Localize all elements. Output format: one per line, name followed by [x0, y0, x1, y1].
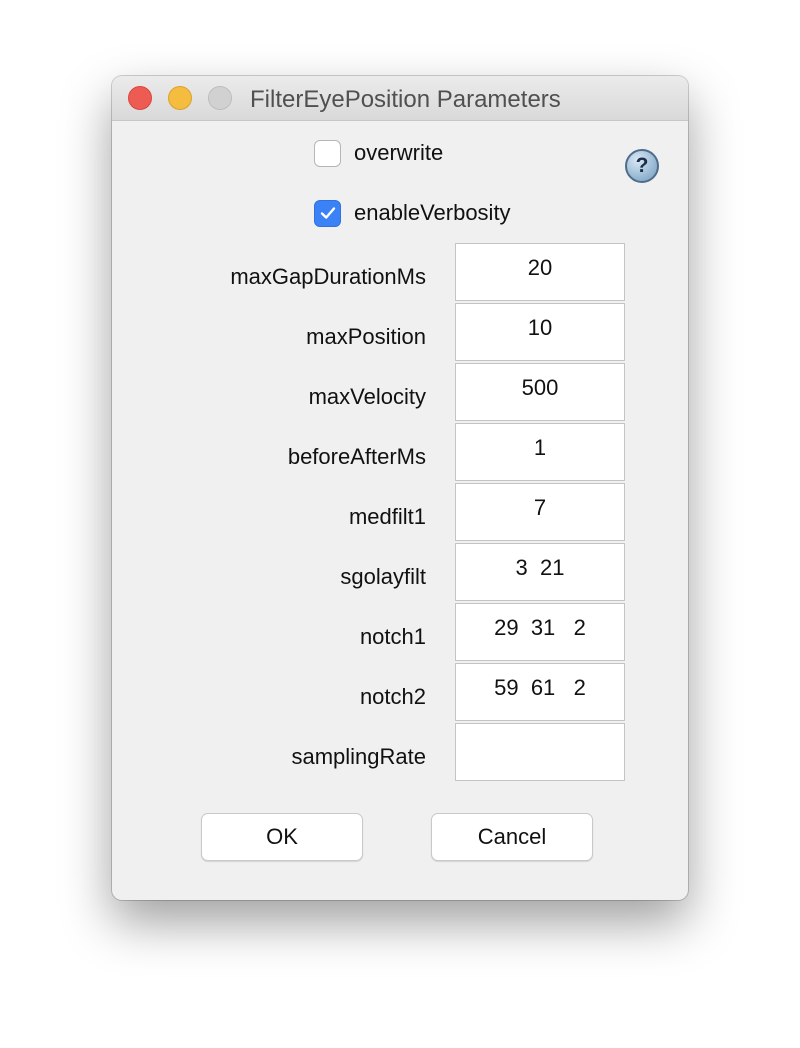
before-after-ms-label: beforeAfterMs: [287, 444, 426, 469]
sampling-rate-label: samplingRate: [291, 744, 426, 769]
zoom-window-button: [208, 86, 232, 110]
close-window-button[interactable]: [128, 86, 152, 110]
dialog-window: FilterEyePosition Parameters overwrite ?…: [112, 76, 688, 900]
max-velocity-input[interactable]: [455, 363, 625, 421]
sgolayfilt-input[interactable]: [455, 543, 625, 601]
notch1-input[interactable]: [455, 603, 625, 661]
medfilt1-label: medfilt1: [348, 504, 426, 529]
question-mark-icon[interactable]: ?: [625, 149, 659, 183]
max-velocity-label: maxVelocity: [308, 384, 426, 409]
max-gap-duration-input[interactable]: [455, 243, 625, 301]
overwrite-checkbox[interactable]: [314, 139, 341, 167]
enable-verbosity-option[interactable]: enableVerbosity: [314, 198, 511, 228]
notch2-label: notch2: [359, 684, 426, 709]
overwrite-label: overwrite: [354, 140, 444, 165]
max-position-label: maxPosition: [306, 324, 426, 349]
sampling-rate-input[interactable]: [455, 723, 625, 781]
before-after-ms-input[interactable]: [455, 423, 625, 481]
cancel-button[interactable]: Cancel: [431, 813, 593, 861]
medfilt1-input[interactable]: [455, 483, 625, 541]
enable-verbosity-checkbox[interactable]: [314, 199, 341, 227]
notch2-input[interactable]: [455, 663, 625, 721]
max-gap-duration-label: maxGapDurationMs: [230, 264, 426, 289]
checkmark-icon: [320, 207, 335, 219]
ok-button[interactable]: OK: [201, 813, 363, 861]
notch1-label: notch1: [359, 624, 426, 649]
overwrite-option[interactable]: overwrite: [314, 138, 443, 168]
window-title: FilterEyePosition Parameters: [250, 86, 561, 113]
sgolayfilt-label: sgolayfilt: [340, 564, 426, 589]
max-position-input[interactable]: [455, 303, 625, 361]
title-bar[interactable]: FilterEyePosition Parameters: [112, 76, 688, 121]
minimize-window-button[interactable]: [168, 86, 192, 110]
enable-verbosity-label: enableVerbosity: [354, 200, 511, 225]
